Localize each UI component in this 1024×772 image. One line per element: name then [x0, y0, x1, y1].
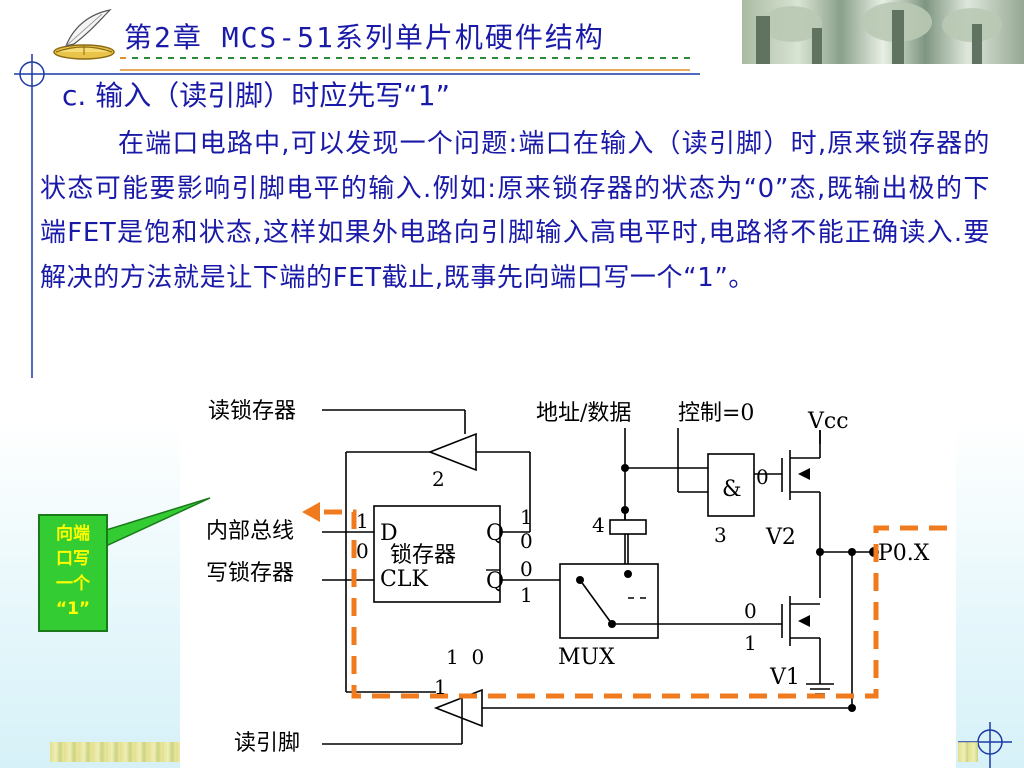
- callout-line-3: 一个: [56, 574, 90, 594]
- q-state-0: 0: [520, 529, 533, 553]
- label-num-3: 3: [714, 523, 727, 547]
- q-state-1: 1: [520, 505, 533, 529]
- header-photo: [742, 0, 1024, 64]
- v1-gate-state-1: 1: [744, 631, 757, 655]
- label-d: D: [380, 521, 398, 546]
- label-v2: V2: [765, 525, 796, 550]
- v1-gate-state-0: 0: [744, 599, 757, 623]
- circuit-svg: 读锁存器 内部总线 写锁存器 读引脚 地址/数据 控制=0 Vcc 锁存器 D …: [206, 399, 976, 756]
- section-subtitle: c. 输入（读引脚）时应先写“1”: [62, 79, 451, 112]
- callout-write-one: 向端 口写 一个 “1”: [38, 514, 108, 632]
- quill-book-logo: [44, 6, 118, 62]
- callout-line-4: “1”: [55, 599, 91, 619]
- label-num-2: 2: [432, 467, 445, 491]
- footer-decoration: [50, 742, 180, 762]
- label-addr-data: 地址/数据: [536, 401, 631, 426]
- label-and: &: [722, 477, 742, 502]
- chapter-title: 第2章 MCS-51系列单片机硬件结构: [124, 21, 605, 54]
- p0-port-circuit-diagram: 读锁存器 内部总线 写锁存器 读引脚 地址/数据 控制=0 Vcc 锁存器 D …: [180, 388, 976, 768]
- label-read-pin: 读引脚: [234, 731, 300, 756]
- body-paragraph: 在端口电路中,可以发现一个问题:端口在输入（读引脚）时,原来锁存器的状态可能要影…: [40, 129, 990, 293]
- label-write-latch: 写锁存器: [206, 561, 294, 586]
- label-q: Q: [486, 521, 504, 546]
- label-vcc: Vcc: [807, 409, 849, 434]
- callout-pointer: [105, 497, 211, 548]
- label-read-latch: 读锁存器: [208, 399, 296, 424]
- label-v1: V1: [769, 665, 800, 690]
- qbar-state-1: 1: [520, 583, 533, 607]
- label-mux: MUX: [558, 645, 615, 670]
- label-num-1-bottom: 1: [434, 675, 447, 699]
- label-num-4: 4: [592, 513, 605, 537]
- label-qbar: Q: [486, 569, 504, 594]
- qbar-state-0: 0: [520, 557, 533, 581]
- and-output-state: 0: [756, 465, 769, 489]
- bus-state-1: 1: [356, 509, 369, 533]
- footer-decoration-right: [958, 742, 978, 762]
- label-latch: 锁存器: [390, 543, 456, 568]
- callout-line-2: 口写: [56, 549, 90, 569]
- label-read-pin-state: 1 0: [446, 645, 484, 669]
- callout-line-1: 向端: [56, 524, 90, 544]
- label-internal-bus: 内部总线: [206, 519, 294, 544]
- label-p0x: P0.X: [878, 541, 930, 566]
- label-clk: CLK: [380, 567, 428, 592]
- label-control: 控制=0: [678, 401, 754, 426]
- bus-state-0: 0: [356, 539, 369, 563]
